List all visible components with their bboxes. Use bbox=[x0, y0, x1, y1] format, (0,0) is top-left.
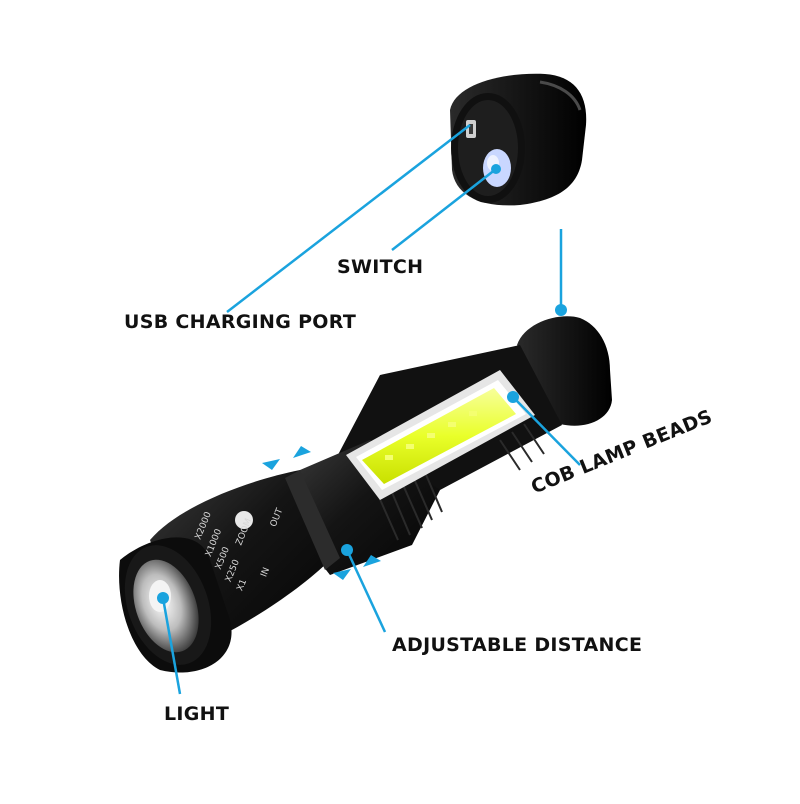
callout-line-cob bbox=[512, 396, 581, 466]
zoom-mark-x1: X1 bbox=[235, 578, 249, 593]
callout-line-adjustable bbox=[345, 549, 387, 633]
callout-usb-label: USB CHARGING PORT bbox=[124, 311, 357, 333]
callout-adjustable-label: ADJUSTABLE DISTANCE bbox=[392, 634, 643, 656]
cob-lamp-panel bbox=[362, 388, 516, 484]
flashlight-body bbox=[119, 316, 612, 673]
callout-line-switch bbox=[391, 168, 497, 251]
callout-dot-adjustable bbox=[341, 544, 353, 556]
tail-cap bbox=[450, 73, 587, 206]
callout-line-light bbox=[161, 597, 182, 695]
callout-dot-light bbox=[157, 592, 169, 604]
zoom-mark-in: IN bbox=[259, 566, 272, 578]
callout-switch-label: SWITCH bbox=[337, 256, 424, 278]
callout-lines bbox=[161, 124, 581, 695]
callout-light-label: LIGHT bbox=[164, 703, 230, 725]
callout-dot-cob bbox=[507, 391, 519, 403]
callout-dots bbox=[157, 164, 567, 604]
callout-dot-switch bbox=[491, 164, 501, 174]
callout-dot-tail bbox=[555, 304, 567, 316]
callout-line-usb bbox=[226, 124, 471, 313]
double-arrow-icon bbox=[262, 446, 381, 580]
